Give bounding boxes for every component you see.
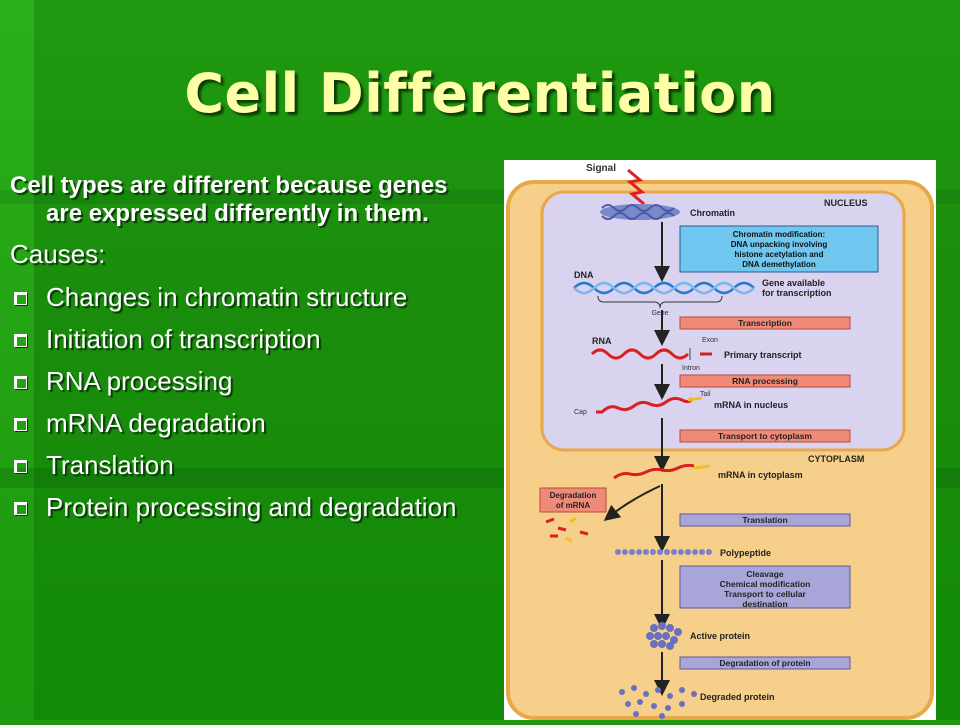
gene-available-line: for transcription xyxy=(762,288,832,298)
degradation-mrna-box xyxy=(539,487,607,513)
chromatin-box-line: histone acetylation and xyxy=(735,250,824,259)
intron-label: Intron xyxy=(682,365,700,372)
mrna-fragments-icon xyxy=(545,516,589,543)
chromatin-modification-box xyxy=(679,225,879,273)
bullet-text: Changes in chromatin structure xyxy=(46,282,408,312)
square-bullet-icon xyxy=(14,502,27,515)
chromatin-box-line: DNA unpacking involving xyxy=(731,240,828,249)
slide-body: Cell types are different because genes a… xyxy=(10,172,490,535)
cleavage-line: Chemical modification xyxy=(720,579,811,589)
bullet-text: RNA processing xyxy=(46,366,233,396)
protein-degradation-box xyxy=(679,656,851,670)
transcription-box xyxy=(679,316,851,330)
causes-list: Changes in chromatin structure Initiatio… xyxy=(10,283,490,522)
poly-a-tail xyxy=(687,396,703,402)
exon-label: Exon xyxy=(702,337,718,344)
poly-a-tail xyxy=(693,464,711,470)
active-protein-icon xyxy=(646,622,682,650)
degraded-protein-icon xyxy=(619,685,697,719)
mrna-cytoplasm-icon xyxy=(613,463,695,480)
primary-transcript-icon xyxy=(590,348,690,360)
cleavage-line: Cleavage xyxy=(746,569,784,579)
chromatin-label: Chromatin xyxy=(690,208,735,218)
cleavage-line: Transport to cellular xyxy=(724,589,806,599)
cytoplasm-label: CYTOPLASM xyxy=(808,454,864,464)
list-item: RNA processing xyxy=(10,367,490,396)
degradation-arrow xyxy=(603,485,661,521)
square-bullet-icon xyxy=(14,334,27,347)
degradation-mrna-line: Degradation xyxy=(550,491,597,500)
protein-processing-box xyxy=(679,565,851,609)
square-bullet-icon xyxy=(14,376,27,389)
intro-text: Cell types are different because genes a… xyxy=(10,172,448,227)
cap-label: Cap xyxy=(574,409,587,416)
bullet-text: Protein processing and degradation xyxy=(46,492,457,522)
mrna-nucleus-label: mRNA in nucleus xyxy=(714,400,788,410)
list-item: mRNA degradation xyxy=(10,409,490,438)
mrna-cytoplasm-label: mRNA in cytoplasm xyxy=(718,470,803,480)
dna-label: DNA xyxy=(574,270,594,280)
protein-degradation-label: Degradation of protein xyxy=(719,658,810,668)
gene-expression-diagram: Signal NUCLEUS Chromatin Chromatin modif… xyxy=(504,160,936,720)
rna-processing-box xyxy=(679,374,851,388)
transcription-label: Transcription xyxy=(738,318,792,328)
degraded-protein-label: Degraded protein xyxy=(700,692,775,702)
degradation-mrna-line: of mRNA xyxy=(556,501,590,510)
bullet-text: Translation xyxy=(46,450,174,480)
square-bullet-icon xyxy=(14,460,27,473)
polypeptide-label: Polypeptide xyxy=(720,548,771,558)
background-left-strip xyxy=(0,0,34,720)
signal-label: Signal xyxy=(586,163,616,174)
gene-bracket xyxy=(597,295,723,309)
bullet-text: mRNA degradation xyxy=(46,408,266,438)
nucleus-label: NUCLEUS xyxy=(824,198,868,208)
list-item: Changes in chromatin structure xyxy=(10,283,490,312)
gene-label: Gene xyxy=(651,310,668,317)
chromatin-box-line: DNA demethylation xyxy=(742,260,816,269)
chromatin-icon xyxy=(600,204,680,220)
signal-bolt-icon xyxy=(626,168,646,206)
tail-label: Tail xyxy=(700,391,711,398)
square-bullet-icon xyxy=(14,292,27,305)
rna-processing-label: RNA processing xyxy=(732,376,798,386)
polypeptide-icon xyxy=(615,549,712,555)
list-item: Translation xyxy=(10,451,490,480)
cleavage-line: destination xyxy=(742,599,787,609)
square-bullet-icon xyxy=(14,418,27,431)
causes-label: Causes: xyxy=(10,239,106,269)
dna-helix-icon xyxy=(573,281,755,295)
list-item: Protein processing and degradation xyxy=(10,493,490,522)
chromatin-box-line: Chromatin modification: xyxy=(733,230,825,239)
translation-label: Translation xyxy=(742,515,787,525)
active-protein-label: Active protein xyxy=(690,631,750,641)
transport-box xyxy=(679,429,851,443)
gene-available-line: Gene available xyxy=(762,278,825,288)
translation-box xyxy=(679,513,851,527)
primary-transcript-label: Primary transcript xyxy=(724,350,802,360)
mrna-nucleus-icon xyxy=(596,396,694,414)
list-item: Initiation of transcription xyxy=(10,325,490,354)
rna-label: RNA xyxy=(592,336,612,346)
slide-title: Cell Differentiation xyxy=(184,62,776,125)
transport-label: Transport to cytoplasm xyxy=(718,431,812,441)
bullet-text: Initiation of transcription xyxy=(46,324,321,354)
